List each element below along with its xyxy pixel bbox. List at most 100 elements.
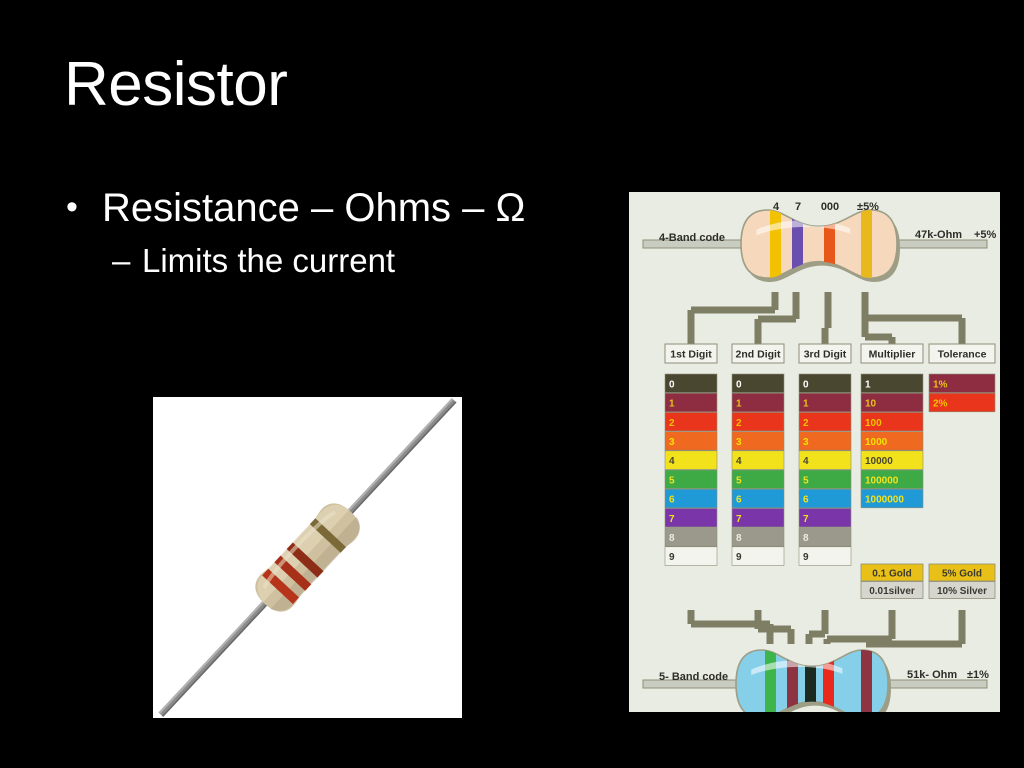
connector-segment [823, 639, 831, 644]
resistor-photo-graphic [153, 397, 462, 718]
chart-column: Multiplier [860, 343, 924, 364]
color-row-label: 5 [803, 475, 809, 486]
five-band-value-label: 51k- Ohm [907, 669, 957, 681]
color-row-label: 9 [669, 552, 675, 563]
color-row-swatch [731, 546, 785, 566]
color-row-label: 3 [803, 437, 809, 448]
color-row-swatch [798, 508, 852, 528]
connector-segment [687, 310, 695, 344]
resistor-band [765, 650, 776, 712]
color-row-swatch [798, 469, 852, 489]
bullet-level1-text: Resistance – Ohms – Ω [102, 186, 526, 230]
color-row-swatch [928, 563, 996, 582]
color-row-label: 2% [933, 399, 948, 410]
resistor-band [861, 210, 872, 278]
color-row-swatch [664, 527, 718, 547]
color-row-swatch [798, 392, 852, 413]
resistor-band [861, 650, 872, 712]
connector-segment [824, 292, 832, 328]
color-row-label: 1000000 [865, 495, 904, 506]
color-row-label: 8 [669, 533, 675, 544]
connector-segment [866, 640, 962, 648]
color-row-label: 100 [865, 418, 882, 429]
color-row-label: 2 [736, 418, 742, 429]
connector-segment [958, 318, 966, 344]
color-row-swatch [928, 581, 996, 599]
column-header-box [860, 343, 924, 364]
connector-segment [821, 610, 829, 634]
color-row-swatch [860, 488, 924, 509]
color-row-label: 8 [736, 533, 742, 544]
connector-segment [888, 337, 896, 344]
color-row-swatch [731, 508, 785, 528]
connector-segment [861, 292, 869, 318]
color-row-label: 3 [669, 437, 675, 448]
color-row-label: 4 [803, 456, 809, 467]
color-row-swatch [860, 581, 924, 599]
color-row-label: 7 [736, 514, 742, 525]
connector-segment [691, 306, 775, 314]
color-row-label: 0.1 Gold [872, 568, 911, 579]
color-row-swatch [731, 431, 785, 451]
chart-connectors [687, 292, 966, 648]
color-row-swatch [860, 431, 924, 451]
color-row-swatch [860, 563, 924, 582]
connector-segment [687, 610, 695, 624]
color-row-label: 1 [736, 399, 742, 410]
bullet-dash-icon: – [112, 241, 131, 279]
color-row-swatch [664, 469, 718, 489]
color-row-label: 9 [736, 552, 742, 563]
color-row-swatch [860, 392, 924, 413]
color-row-label: 9 [803, 552, 809, 563]
color-row-label: 1000 [865, 437, 888, 448]
color-row-swatch [731, 450, 785, 470]
column-header-label: 2nd Digit [736, 349, 781, 361]
band-digit-label: 4 [773, 201, 780, 213]
color-row-swatch [731, 392, 785, 413]
color-row-label: 5% Gold [942, 568, 982, 579]
color-row-swatch [860, 373, 924, 393]
column-header-label: Tolerance [938, 349, 987, 361]
resistor-graphic [735, 649, 891, 712]
connector-segment [827, 635, 892, 643]
connector-segment [758, 625, 791, 633]
five-band-code-label: 5- Band code [659, 671, 728, 683]
connector-segment [792, 292, 800, 319]
chart-column: 3rd Digit [798, 343, 852, 364]
connector-segment [691, 620, 770, 628]
color-row-swatch [798, 450, 852, 470]
connector-segment [754, 319, 762, 344]
color-row-swatch [731, 469, 785, 489]
resistor-photo [153, 397, 462, 718]
color-row-swatch [664, 488, 718, 509]
connector-segment [865, 314, 962, 322]
connector-segment [888, 610, 896, 639]
color-row-label: 2 [669, 418, 675, 429]
band-digit-label: 000 [821, 201, 839, 213]
chart-column: Tolerance [928, 343, 996, 364]
color-row-label: 10% Silver [937, 586, 987, 597]
color-row-label: 8 [803, 533, 809, 544]
color-row-swatch [731, 412, 785, 432]
band-digit-label: ±5% [857, 201, 879, 213]
color-row-swatch [860, 450, 924, 470]
band-digit-label: 7 [795, 201, 801, 213]
bullet-dot-icon: • [66, 188, 78, 226]
color-row-swatch [798, 431, 852, 451]
resistor-band [823, 650, 834, 712]
connector-segment [865, 333, 892, 341]
connector-segment [758, 315, 796, 323]
column-header-label: Multiplier [869, 349, 916, 361]
color-row-label: 7 [669, 514, 675, 525]
color-row-swatch [664, 431, 718, 451]
color-row-swatch [664, 412, 718, 432]
color-row-swatch [664, 392, 718, 413]
color-row-label: 6 [736, 495, 742, 506]
connector-segment [958, 610, 966, 644]
five-band-tolerance-label: ±1% [967, 669, 989, 681]
resistor-band [770, 210, 781, 278]
color-row-label: 4 [736, 456, 742, 467]
color-row-label: 6 [669, 495, 675, 506]
